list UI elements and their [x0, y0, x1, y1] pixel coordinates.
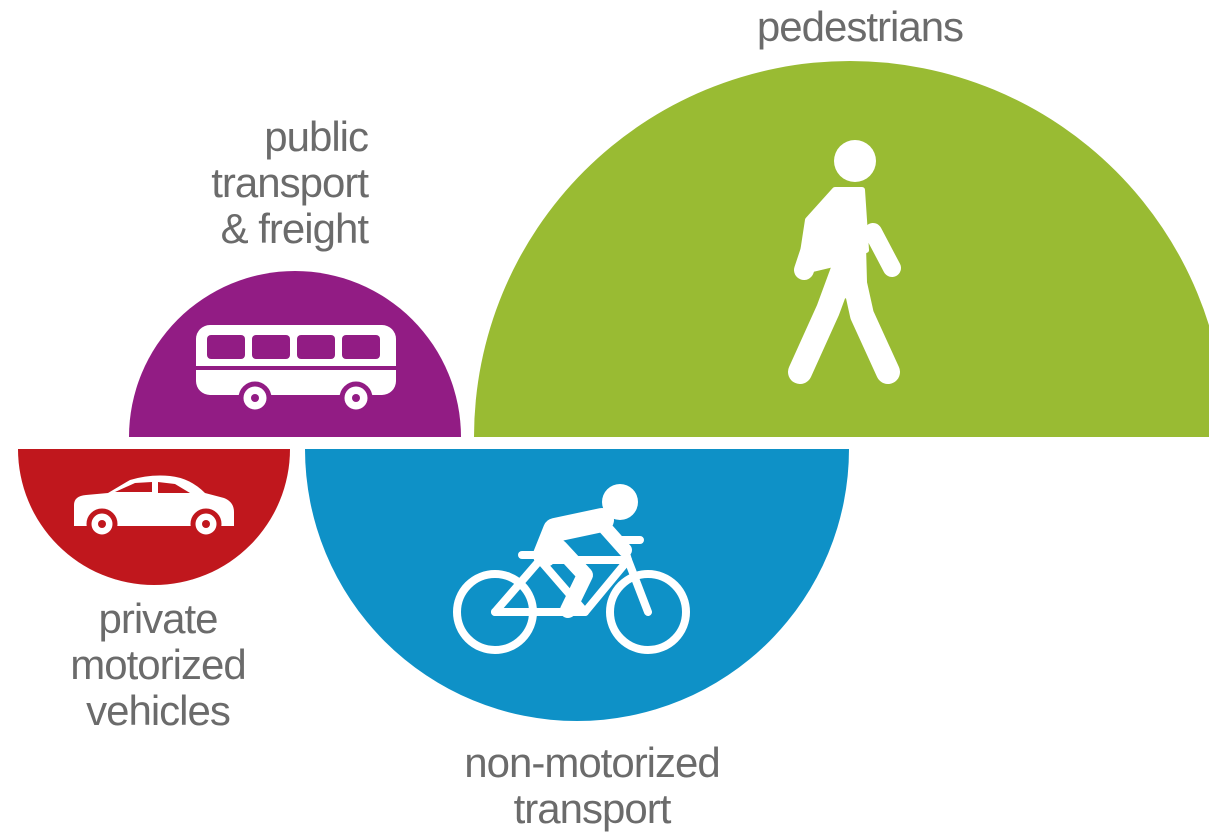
private-vehicles-label-line-3: vehicles [86, 687, 231, 734]
private-vehicles-label-line-2: motorized [70, 641, 246, 688]
non-motorized-label-line-2: transport [513, 785, 672, 832]
non-motorized-label-line-1: non-motorized [464, 739, 720, 786]
public-transport-label: public transport & freight [120, 113, 369, 252]
private-vehicles-label-line-1: private [98, 595, 218, 642]
bus-icon [196, 325, 396, 415]
public-transport-label-line-1: public [264, 113, 369, 160]
public-transport-label-line-3: & freight [220, 205, 369, 252]
private-vehicles-label: private motorized vehicles [30, 596, 286, 734]
public-transport-label-line-2: transport [211, 159, 369, 206]
pedestrian-icon [788, 140, 901, 384]
non-motorized-label: non-motorized transport [432, 740, 752, 832]
bicycle-icon [453, 484, 690, 654]
car-icon [74, 475, 234, 540]
pedestrians-label: pedestrians [700, 4, 1020, 50]
pedestrians-label-line-1: pedestrians [756, 3, 964, 50]
